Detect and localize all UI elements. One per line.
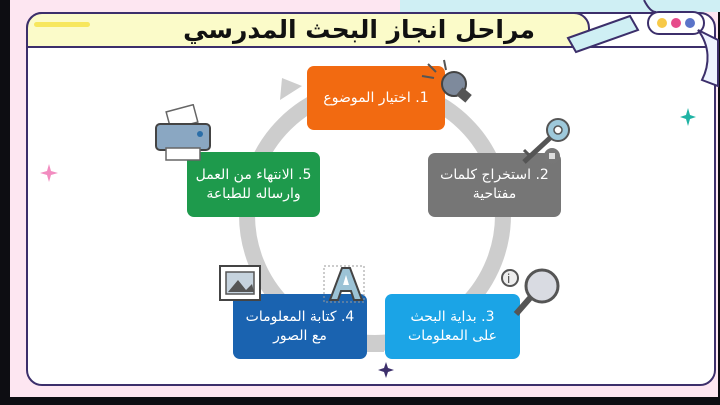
- printer-icon: [155, 104, 211, 161]
- image-icon: [219, 265, 261, 301]
- slide-title: مراحل انجاز البحث المدرسي: [183, 15, 535, 44]
- step-3-box: 3. بداية البحث على المعلومات: [385, 294, 520, 359]
- sparkle-icon: [40, 164, 58, 182]
- title-underline: [26, 46, 716, 48]
- svg-text:i: i: [507, 272, 510, 286]
- lightbulb-icon: [421, 59, 472, 103]
- step-4-box: 4. كتابة المعلومات مع الصور: [233, 294, 367, 359]
- sparkle-icon: [378, 362, 394, 378]
- left-border-strip: [0, 0, 10, 405]
- top-color-band: [400, 0, 720, 12]
- key-icon: [522, 118, 570, 164]
- magnifier-icon: i: [501, 268, 560, 316]
- title-accent: [34, 22, 90, 27]
- ribbon-decoration: [566, 0, 719, 88]
- bottom-border-strip: [10, 397, 720, 405]
- letter-a-icon: [323, 265, 365, 303]
- step-2-box: 2. استخراج كلمات مفتاحية: [428, 153, 561, 217]
- sparkle-icon: [680, 108, 696, 126]
- right-border-strip: [718, 0, 720, 405]
- title-bar: [26, 12, 590, 48]
- step-5-box: 5. الانتهاء من العمل وارساله للطباعة: [187, 152, 320, 217]
